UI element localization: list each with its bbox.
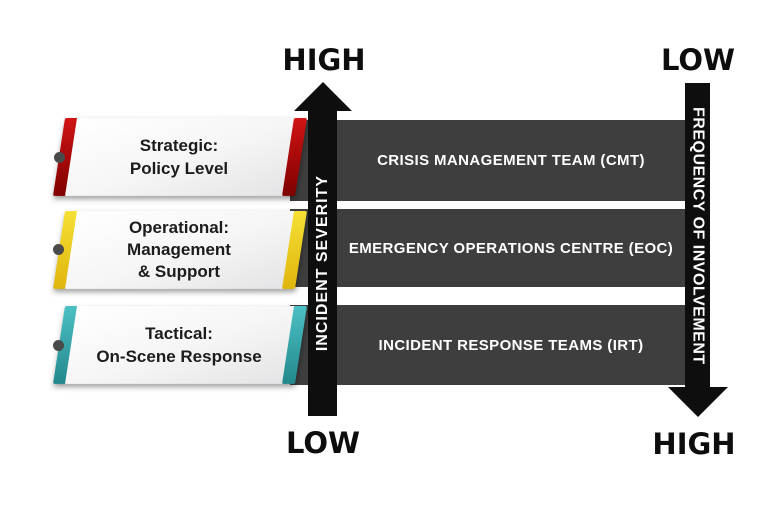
tag-operational-label: Operational: Management & Support [58, 211, 300, 289]
tag-tactical-dot [53, 340, 64, 351]
bar-eoc-label: EMERGENCY OPERATIONS CENTRE (EOC) [348, 239, 674, 257]
tag-tactical-line2: On-Scene Response [96, 347, 262, 366]
bar-irt-label: INCIDENT RESPONSE TEAMS (IRT) [378, 336, 644, 354]
tag-strategic-line1: Strategic: [139, 136, 219, 155]
tag-operational-line3: & Support [137, 262, 221, 281]
tag-strategic: Strategic: Policy Level [52, 118, 307, 196]
bar-cmt-label: CRISIS MANAGEMENT TEAM (CMT) [377, 152, 645, 169]
incident-severity-axis-label: INCIDENT SEVERITY [313, 174, 331, 352]
tag-operational: Operational: Management & Support [52, 211, 307, 289]
severity-low-label: LOW [285, 426, 361, 460]
tag-tactical: Tactical: On-Scene Response [52, 306, 307, 384]
tag-strategic-line2: Policy Level [129, 159, 229, 178]
tag-strategic-dot [54, 152, 65, 163]
frequency-axis: FREQUENCY OF INVOLVEMENT [685, 83, 710, 388]
tag-operational-line1: Operational: [128, 218, 230, 237]
tag-operational-line2: Management [127, 240, 231, 259]
frequency-axis-label: FREQUENCY OF INVOLVEMENT [689, 106, 707, 365]
frequency-arrowhead-icon [668, 387, 728, 417]
bar-eoc: EMERGENCY OPERATIONS CENTRE (EOC) [290, 209, 710, 287]
bar-cmt: CRISIS MANAGEMENT TEAM (CMT) [290, 120, 710, 201]
tag-operational-dot [53, 244, 64, 255]
tag-tactical-label: Tactical: On-Scene Response [58, 306, 300, 384]
incident-severity-arrowhead-icon [294, 82, 352, 111]
frequency-high-label: HIGH [652, 427, 736, 461]
severity-high-label: HIGH [282, 43, 366, 77]
tag-strategic-label: Strategic: Policy Level [58, 118, 300, 196]
frequency-low-label: LOW [660, 43, 736, 77]
incident-severity-axis: INCIDENT SEVERITY [308, 110, 337, 416]
bar-irt: INCIDENT RESPONSE TEAMS (IRT) [290, 305, 710, 385]
tag-tactical-line1: Tactical: [145, 324, 213, 343]
